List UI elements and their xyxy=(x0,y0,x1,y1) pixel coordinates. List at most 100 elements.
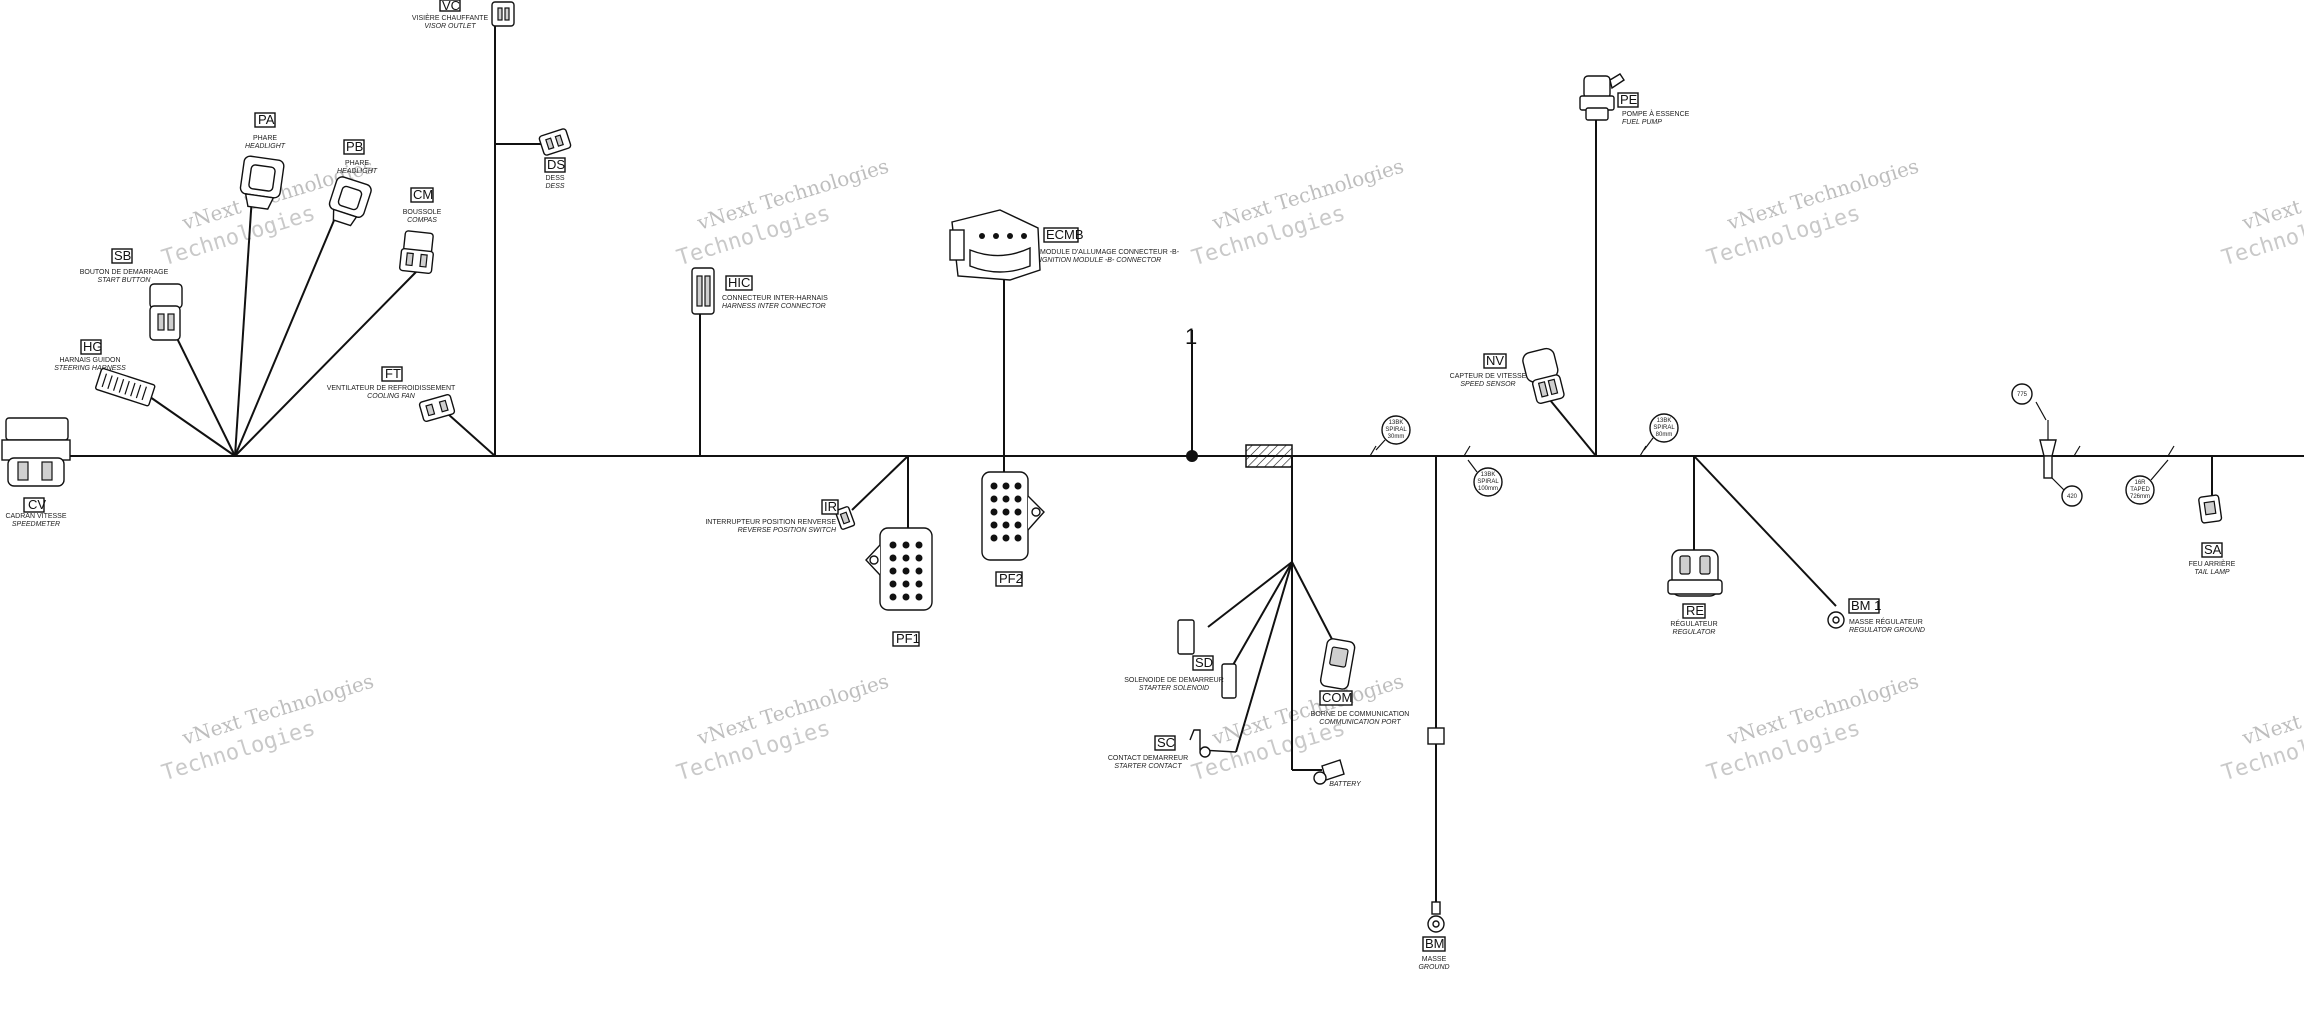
connector-hg[interactable]: HG HARNAIS GUIDON STEERING HARNESS xyxy=(54,339,156,407)
svg-text:30mm: 30mm xyxy=(1388,434,1405,440)
wire-tag: 13BK SPIRAL 30mm xyxy=(1375,415,1411,451)
code-box xyxy=(111,248,133,264)
connector-re[interactable]: RE RÉGULATEUR REGULATOR xyxy=(1667,549,1723,636)
splice-marker xyxy=(1427,727,1445,745)
label-en: STEERING HARNESS xyxy=(54,365,126,372)
label-en: SPEEDMETER xyxy=(12,521,60,528)
connector-code: BM xyxy=(1425,936,1445,951)
connector-code: FT xyxy=(385,366,401,381)
code-box xyxy=(544,157,566,173)
connector-code: SD xyxy=(1195,655,1213,670)
svg-text:80mm: 80mm xyxy=(1656,432,1673,438)
label-en: START BUTTON xyxy=(98,277,152,284)
connector-cm[interactable]: CM BOUSSOLE COMPAS xyxy=(399,187,442,274)
watermark: vNext Technologies Technologies xyxy=(1704,669,1922,787)
label-fr: DESS xyxy=(545,175,564,182)
label-en: STARTER CONTACT xyxy=(1114,763,1182,770)
starter-solenoid-terminal-icon xyxy=(1177,619,1237,699)
label-en: GROUND xyxy=(1418,964,1449,971)
cooling-fan-connector-icon xyxy=(418,393,456,423)
label-fr: BORNE DE COMMUNICATION xyxy=(1311,711,1410,718)
label-en: COMMUNICATION PORT xyxy=(1319,719,1401,726)
code-box xyxy=(1154,735,1176,751)
code-box xyxy=(80,339,102,355)
code-box xyxy=(1043,227,1079,243)
code-box xyxy=(343,139,365,155)
connector-pf1[interactable]: PF1 xyxy=(865,527,933,647)
watermark: vNext Technologies Technologies xyxy=(674,669,892,787)
regulator-connector-icon xyxy=(1667,549,1723,597)
connector-sb[interactable]: SB BOUTON DE DEMARRAGE START BUTTON xyxy=(80,248,183,341)
label-fr: INTERRUPTEUR POSITION RENVERSE xyxy=(705,519,836,526)
pf2-connector-icon xyxy=(981,471,1045,561)
connector-ir[interactable]: IR INTERRUPTEUR POSITION RENVERSE REVERS… xyxy=(705,499,856,534)
svg-text:vNext Technologies: vNext Technologies xyxy=(2238,669,2304,750)
connector-sa[interactable]: SA FEU ARRIÈRE TAIL LAMP xyxy=(2189,494,2236,576)
connector-code: SC xyxy=(1157,735,1175,750)
label-fr: PHARE xyxy=(253,135,277,142)
branch-wires xyxy=(139,15,2213,902)
speed-sensor-connector-icon xyxy=(1522,347,1565,404)
connector-cv[interactable]: CV CADRAN VITESSE SPEEDMETER xyxy=(1,417,71,528)
connector-sc[interactable]: SC CONTACT DEMARREUR STARTER CONTACT xyxy=(1108,729,1237,770)
label-en: BATTERY xyxy=(1329,781,1362,788)
code-box xyxy=(23,497,45,513)
trunk-ticks xyxy=(1369,445,2175,457)
label-fr: MODULE D'ALLUMAGE CONNECTEUR -B- xyxy=(1040,249,1180,256)
connector-vc[interactable]: VC VISIÈRE CHAUFFANTE VISOR OUTLET xyxy=(412,0,515,30)
label-fr: MASSE xyxy=(1422,956,1447,963)
svg-text:TAPED: TAPED xyxy=(2130,487,2150,493)
connector-code: DS xyxy=(547,157,565,172)
connector-code: ECMB xyxy=(1046,227,1084,242)
code-box xyxy=(1848,598,1880,614)
label-en: DESS xyxy=(545,183,564,190)
label-fr: BOUTON DE DEMARRAGE xyxy=(80,269,169,276)
connector-ds[interactable]: DS DESS DESS xyxy=(538,128,572,190)
callout-775: 775 xyxy=(2011,383,2033,405)
connector-nv[interactable]: NV CAPTEUR DE VITESSE SPEED SENSOR xyxy=(1450,347,1565,405)
label-fr: CADRAN VITESSE xyxy=(5,513,66,520)
label-fr: FEU ARRIÈRE xyxy=(2189,559,2236,568)
code-box xyxy=(821,499,839,515)
steering-harness-connector-icon xyxy=(95,367,156,407)
connector-pa[interactable]: PA PHARE HEADLIGHT xyxy=(238,112,286,210)
label-fr: CAPTEUR DE VITESSE xyxy=(1450,373,1527,380)
code-box xyxy=(725,275,753,291)
watermark: vNext Technologies Technologies xyxy=(2219,669,2304,787)
connector-hic[interactable]: HIC CONNECTEUR INTER-HARNAIS HARNESS INT… xyxy=(691,267,828,315)
svg-text:100mm: 100mm xyxy=(1478,486,1498,492)
code-box xyxy=(1483,353,1507,369)
code-box xyxy=(381,366,403,382)
connector-code: RE xyxy=(1686,603,1704,618)
ignition-module-connector-icon xyxy=(949,209,1041,281)
label-fr: CONTACT DEMARREUR xyxy=(1108,755,1188,762)
connector-sd[interactable]: SD SOLENOIDE DE DEMARREUR STARTER SOLENO… xyxy=(1124,619,1237,699)
code-box xyxy=(1422,936,1446,952)
connector-pf2[interactable]: PF2 xyxy=(981,471,1045,587)
label-en: HEADLIGHT xyxy=(337,168,378,175)
svg-text:726mm: 726mm xyxy=(2130,494,2150,500)
connector-code: COM xyxy=(1322,690,1352,705)
starter-contact-terminal-icon xyxy=(1189,729,1237,758)
main-label: 1 xyxy=(1185,324,1197,349)
connector-pe[interactable]: PE POMPE À ESSENCE FUEL PUMP xyxy=(1579,73,1690,126)
svg-text:775: 775 xyxy=(2017,392,2028,398)
visor-outlet-connector-icon xyxy=(491,1,515,27)
connector-code: HIC xyxy=(728,275,750,290)
speedmeter-connector-icon xyxy=(5,417,69,441)
connector-ft[interactable]: FT VENTILATEUR DE REFROIDISSEMENT COOLIN… xyxy=(327,366,456,423)
label-en: COOLING FAN xyxy=(367,393,416,400)
connector-ecmb[interactable]: ECMB MODULE D'ALLUMAGE CONNECTEUR -B- IG… xyxy=(949,209,1180,281)
connector-bm[interactable]: BM MASSE GROUND xyxy=(1418,727,1450,971)
code-box xyxy=(1682,603,1706,619)
dess-connector-icon xyxy=(538,128,572,156)
connector-com[interactable]: COM BORNE DE COMMUNICATION COMMUNICATION… xyxy=(1311,638,1410,726)
connector-battery[interactable]: BATTERY xyxy=(1313,759,1362,788)
connector-pb[interactable]: PB PHARE HEADLIGHT xyxy=(325,139,378,228)
code-box xyxy=(439,0,461,12)
grommet xyxy=(1245,444,1293,468)
code-box xyxy=(1617,92,1639,108)
connector-bm1[interactable]: BM 1 MASSE RÉGULATEUR REGULATOR GROUND xyxy=(1827,598,1925,634)
connector-code: PA xyxy=(258,112,275,127)
